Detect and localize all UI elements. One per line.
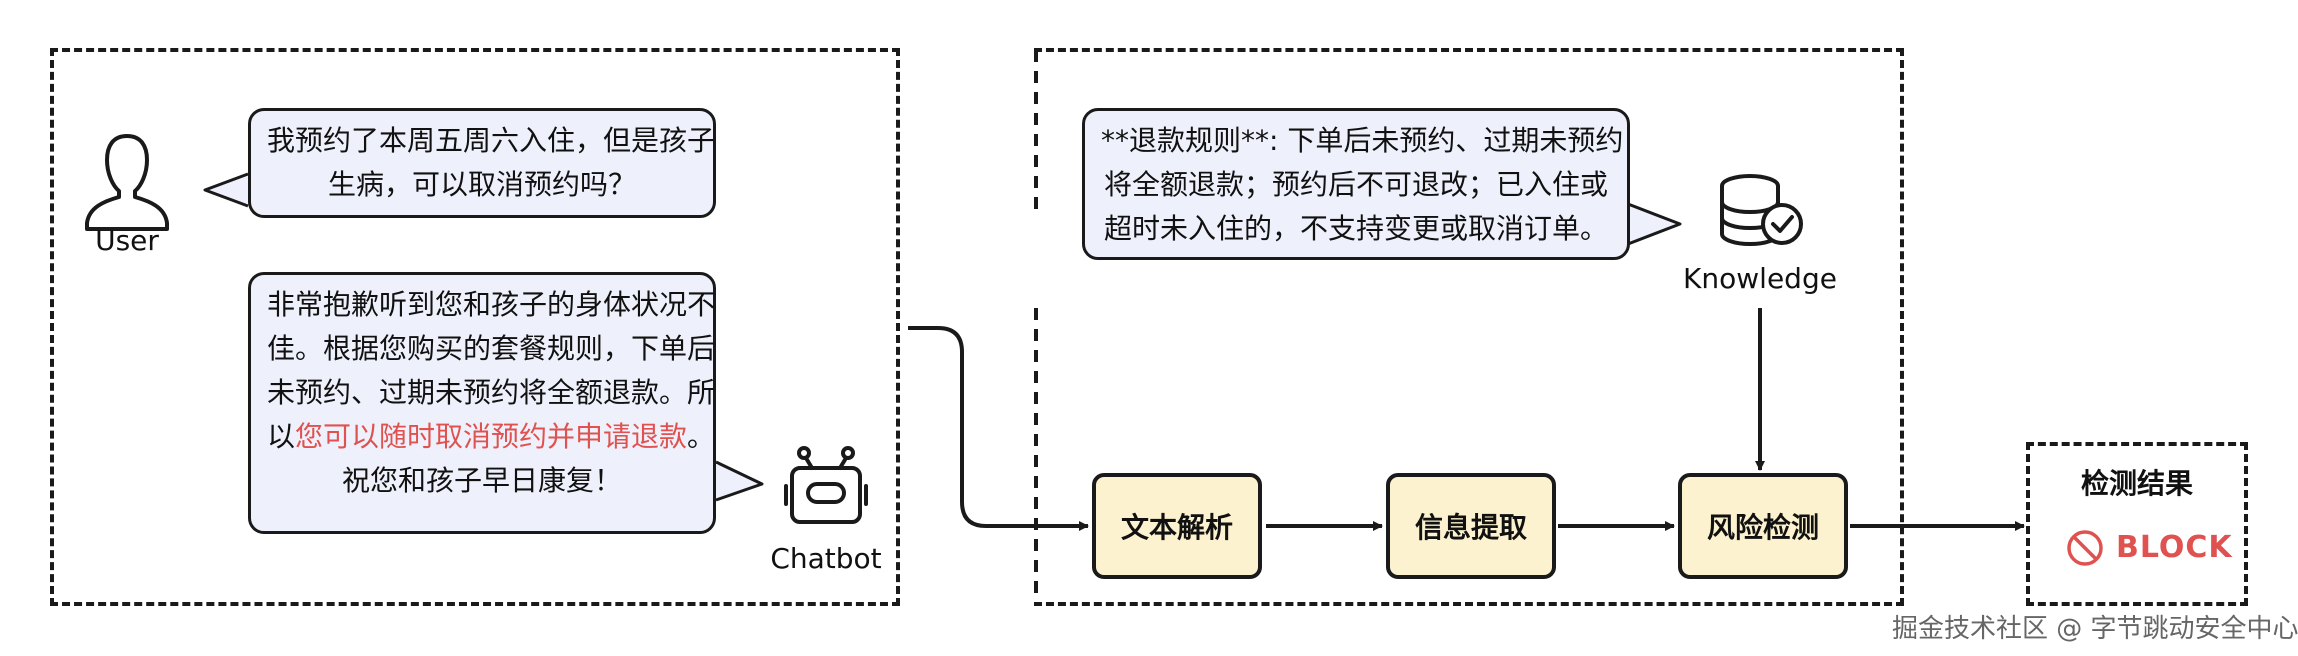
result-panel — [2026, 442, 2248, 606]
bot-message-line: 以您可以随时取消预约并申请退款。 — [267, 415, 715, 459]
bot-message-line: 祝您和孩子早日康复！ — [341, 464, 622, 497]
bot-message-bubble: 非常抱歉听到您和孩子的身体状况不 佳。根据您购买的套餐规则，下单后 未预约、过期… — [248, 272, 716, 534]
database-check-icon — [1720, 174, 1803, 246]
user-message-line: 生病，可以取消预约吗？ — [327, 168, 636, 201]
user-message-bubble: 我预约了本周五周六入住，但是孩子 生病，可以取消预约吗？ — [248, 108, 716, 218]
knowledge-bubble-tail — [1627, 202, 1682, 246]
user-label: User — [95, 224, 159, 257]
text-parsing-step: 文本解析 — [1092, 473, 1262, 579]
info-extraction-step: 信息提取 — [1386, 473, 1556, 579]
bot-message-line: 非常抱歉听到您和孩子的身体状况不 — [267, 288, 716, 321]
knowledge-line: 超时未入住的，不支持变更或取消订单。 — [1103, 212, 1608, 245]
chatbot-to-parser-arrow — [908, 326, 1089, 531]
user-icon — [85, 134, 169, 231]
watermark: 掘金技术社区 @ 字节跳动安全中心 — [1892, 614, 2298, 644]
detection-panel — [1034, 48, 1904, 606]
chatbot-label: Chatbot — [770, 542, 882, 575]
knowledge-label: Knowledge — [1683, 262, 1837, 295]
robot-icon — [784, 446, 868, 524]
bot-message-prefix: 以 — [267, 420, 296, 453]
user-bubble-tail — [203, 172, 249, 208]
risk-detection-step: 风险检测 — [1678, 473, 1848, 579]
knowledge-line: 将全额退款；预约后不可退改；已入住或 — [1103, 168, 1608, 201]
bot-message-line: 未预约、过期未预约将全额退款。所 — [267, 376, 716, 409]
result-title: 检测结果 — [2081, 467, 2194, 500]
bot-message-suffix: 。 — [687, 420, 716, 453]
bot-message-line: 佳。根据您购买的套餐规则，下单后 — [267, 332, 716, 365]
user-message-line: 我预约了本周五周六入住，但是孩子 — [267, 124, 716, 157]
conversation-panel — [50, 48, 900, 606]
bot-bubble-tail — [715, 460, 764, 502]
prohibited-icon — [2067, 530, 2103, 566]
bot-message-highlight: 您可以随时取消预约并申请退款 — [295, 420, 688, 453]
knowledge-bubble: **退款规则**: 下单后未预约、过期未预约 将全额退款；预约后不可退改；已入住… — [1082, 108, 1630, 260]
block-verdict: BLOCK — [2116, 530, 2233, 565]
knowledge-line: **退款规则**: 下单后未预约、过期未预约 — [1101, 124, 1624, 157]
